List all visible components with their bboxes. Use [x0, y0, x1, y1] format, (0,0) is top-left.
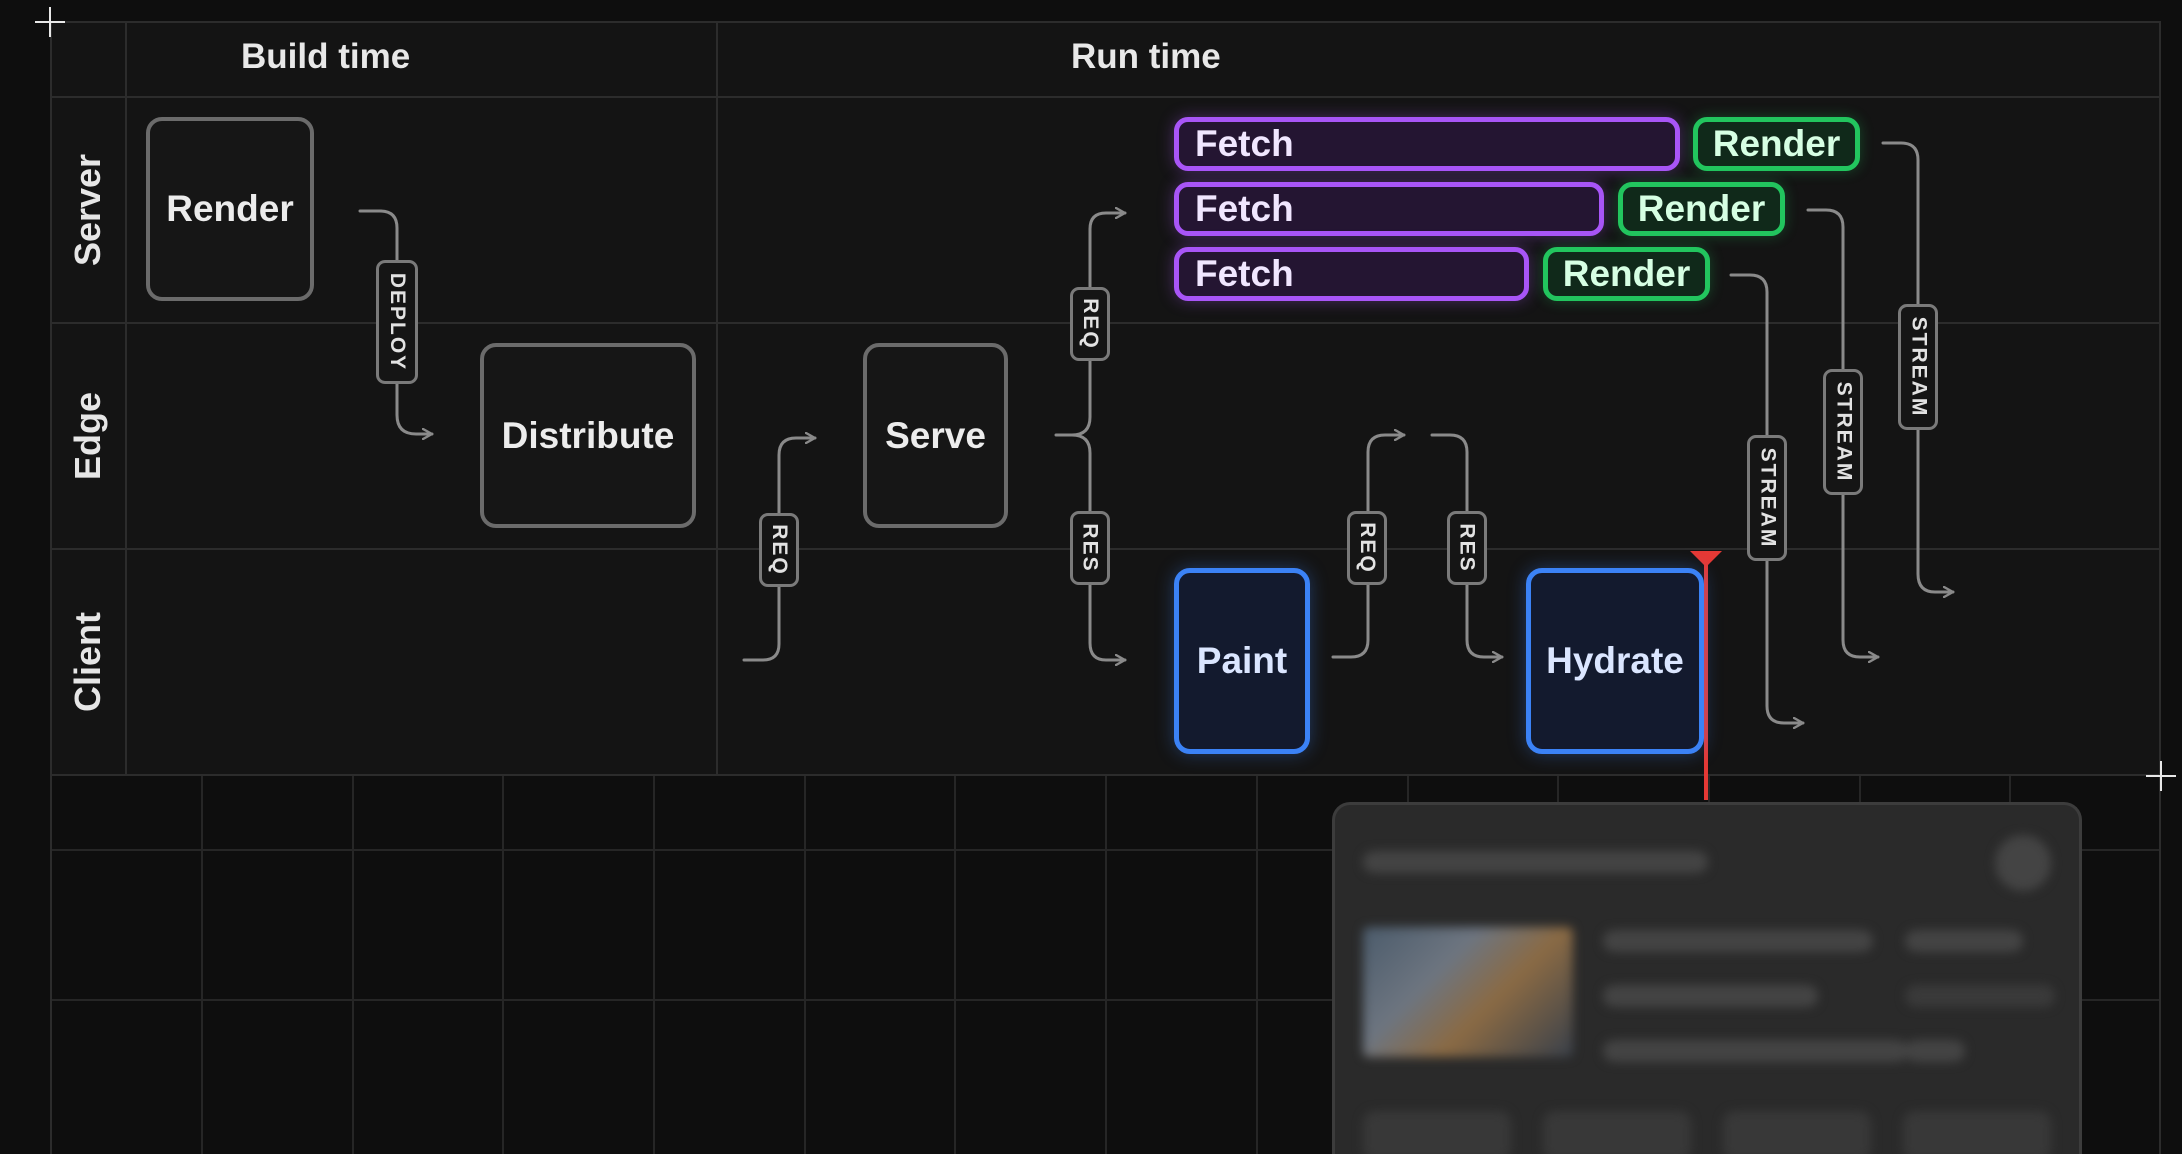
- edge-label-res-hydrate: RES: [1447, 511, 1487, 585]
- edge-label-deploy: DEPLOY: [376, 260, 418, 384]
- edge-label-req-edge-server: REQ: [1070, 287, 1110, 361]
- edge-label-stream-1: STREAM: [1747, 435, 1787, 561]
- crosshair-icon: [2146, 761, 2176, 791]
- node-build-render: Render: [146, 117, 314, 301]
- node-render-1: Render: [1693, 117, 1860, 171]
- current-time-marker: [1690, 551, 1722, 800]
- page-preview-card: [1332, 802, 2082, 1154]
- node-fetch-1: Fetch: [1174, 117, 1680, 171]
- node-serve: Serve: [863, 343, 1008, 528]
- header-build-time: Build time: [241, 37, 411, 76]
- table-frame: [50, 21, 2161, 1154]
- skeleton-line: [1603, 1040, 1908, 1062]
- node-render-2: Render: [1618, 182, 1785, 236]
- skeleton-tile: [1903, 1111, 2051, 1154]
- avatar: [1995, 835, 2051, 891]
- lane-label-server: Server: [67, 153, 108, 267]
- node-render-3: Render: [1543, 247, 1710, 301]
- node-fetch-2: Fetch: [1174, 182, 1604, 236]
- node-hydrate: Hydrate: [1526, 568, 1704, 754]
- skeleton-tile: [1543, 1111, 1691, 1154]
- edge-label-req-paint: REQ: [1347, 511, 1387, 585]
- skeleton-line: [1603, 930, 1873, 952]
- header-run-time: Run time: [1071, 37, 1221, 76]
- skeleton-line: [1603, 985, 1818, 1007]
- edge-label-stream-3: STREAM: [1898, 304, 1938, 430]
- lane-label-client: Client: [67, 611, 108, 713]
- skeleton-line: [1905, 930, 2023, 952]
- node-paint: Paint: [1174, 568, 1310, 754]
- edge-label-stream-2: STREAM: [1823, 369, 1863, 495]
- node-distribute: Distribute: [480, 343, 696, 528]
- lane-label-edge: Edge: [67, 391, 108, 481]
- skeleton-line: [1905, 985, 2055, 1007]
- skeleton-line: [1905, 1040, 1965, 1062]
- skeleton-title: [1363, 851, 1708, 873]
- skeleton-tile: [1723, 1111, 1871, 1154]
- node-fetch-3: Fetch: [1174, 247, 1529, 301]
- edge-label-req-client-edge: REQ: [759, 513, 799, 587]
- skeleton-tile: [1363, 1111, 1511, 1154]
- edge-label-res-edge-client: RES: [1070, 511, 1110, 585]
- crosshair-icon: [35, 7, 65, 37]
- image-icon: [1363, 927, 1573, 1057]
